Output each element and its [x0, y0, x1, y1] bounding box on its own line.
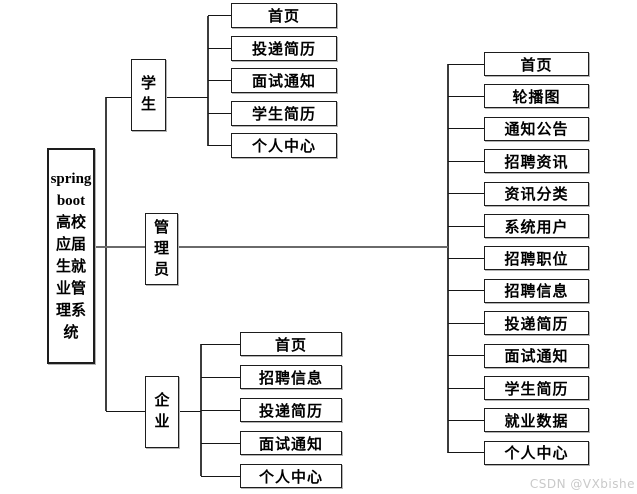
leaf-box: 个人中心 — [484, 440, 589, 465]
leaf-box: 通知公告 — [484, 116, 589, 141]
leaf-box: 面试通知 — [240, 431, 342, 455]
connector-line — [208, 47, 231, 49]
leaf-box: 招聘资讯 — [484, 149, 589, 174]
branch-node-enterprise-label: 企业 — [154, 393, 170, 430]
connector-line — [201, 475, 240, 477]
connector-line — [94, 246, 145, 248]
connector-line — [106, 96, 131, 98]
branch-node-admin-label: 管理员 — [153, 219, 169, 278]
connector-line — [178, 246, 448, 248]
leaf-box: 轮播图 — [484, 84, 589, 109]
connector-line — [448, 193, 484, 195]
leaf-box: 面试通知 — [484, 343, 589, 368]
branch-node-enterprise: 企业 — [145, 376, 179, 448]
leaf-box: 就业数据 — [484, 408, 589, 433]
connector-line — [201, 343, 240, 345]
leaf-box: 学生简历 — [484, 376, 589, 400]
connector-line — [448, 63, 484, 65]
connector-line — [208, 112, 231, 114]
watermark: CSDN @VXbishe — [529, 477, 635, 491]
root-box: spring boot高校应届生就业管理系统 — [47, 148, 95, 364]
connector-line — [201, 409, 240, 411]
connector-line — [448, 290, 484, 292]
leaf-box: 招聘职位 — [484, 246, 589, 271]
connector-line — [208, 15, 231, 16]
connector-line — [448, 160, 484, 162]
leaf-box: 首页 — [240, 332, 342, 356]
branch-node-admin: 管理员 — [145, 213, 178, 285]
branch-node-student: 学生 — [131, 59, 166, 131]
leaf-box: 招聘信息 — [484, 278, 589, 303]
leaf-box: 个人中心 — [240, 464, 342, 488]
leaf-box: 首页 — [231, 3, 337, 28]
leaf-box: 个人中心 — [231, 133, 337, 158]
connector-line — [448, 322, 484, 324]
leaf-box: 投递简历 — [231, 35, 337, 61]
leaf-box: 面试通知 — [231, 68, 337, 93]
leaf-box: 招聘信息 — [240, 365, 342, 389]
connector-line — [448, 387, 484, 389]
leaf-box: 投递简历 — [484, 311, 589, 336]
connector-line — [448, 355, 484, 357]
connector-line — [208, 80, 231, 81]
leaf-box: 资讯分类 — [484, 181, 589, 206]
connector-line — [448, 128, 484, 130]
connector-line — [166, 96, 208, 98]
connector-line — [208, 145, 231, 146]
connector-line — [448, 257, 484, 259]
connector-line — [201, 442, 240, 444]
leaf-box: 投递简历 — [240, 398, 342, 422]
connector-line — [448, 225, 484, 227]
connector-line — [448, 419, 484, 421]
leaf-box: 学生简历 — [231, 100, 337, 126]
leaf-box: 系统用户 — [484, 214, 589, 238]
connector-line — [448, 95, 484, 97]
connector-line — [448, 452, 484, 454]
connector-line — [105, 97, 107, 411]
connector-line — [179, 410, 201, 412]
branch-node-student-label: 学生 — [140, 76, 156, 113]
connector-line — [201, 376, 240, 378]
leaf-box: 首页 — [484, 52, 589, 76]
root-label: spring boot高校应届生就业管理系统 — [50, 171, 92, 341]
connector-line — [106, 410, 145, 412]
